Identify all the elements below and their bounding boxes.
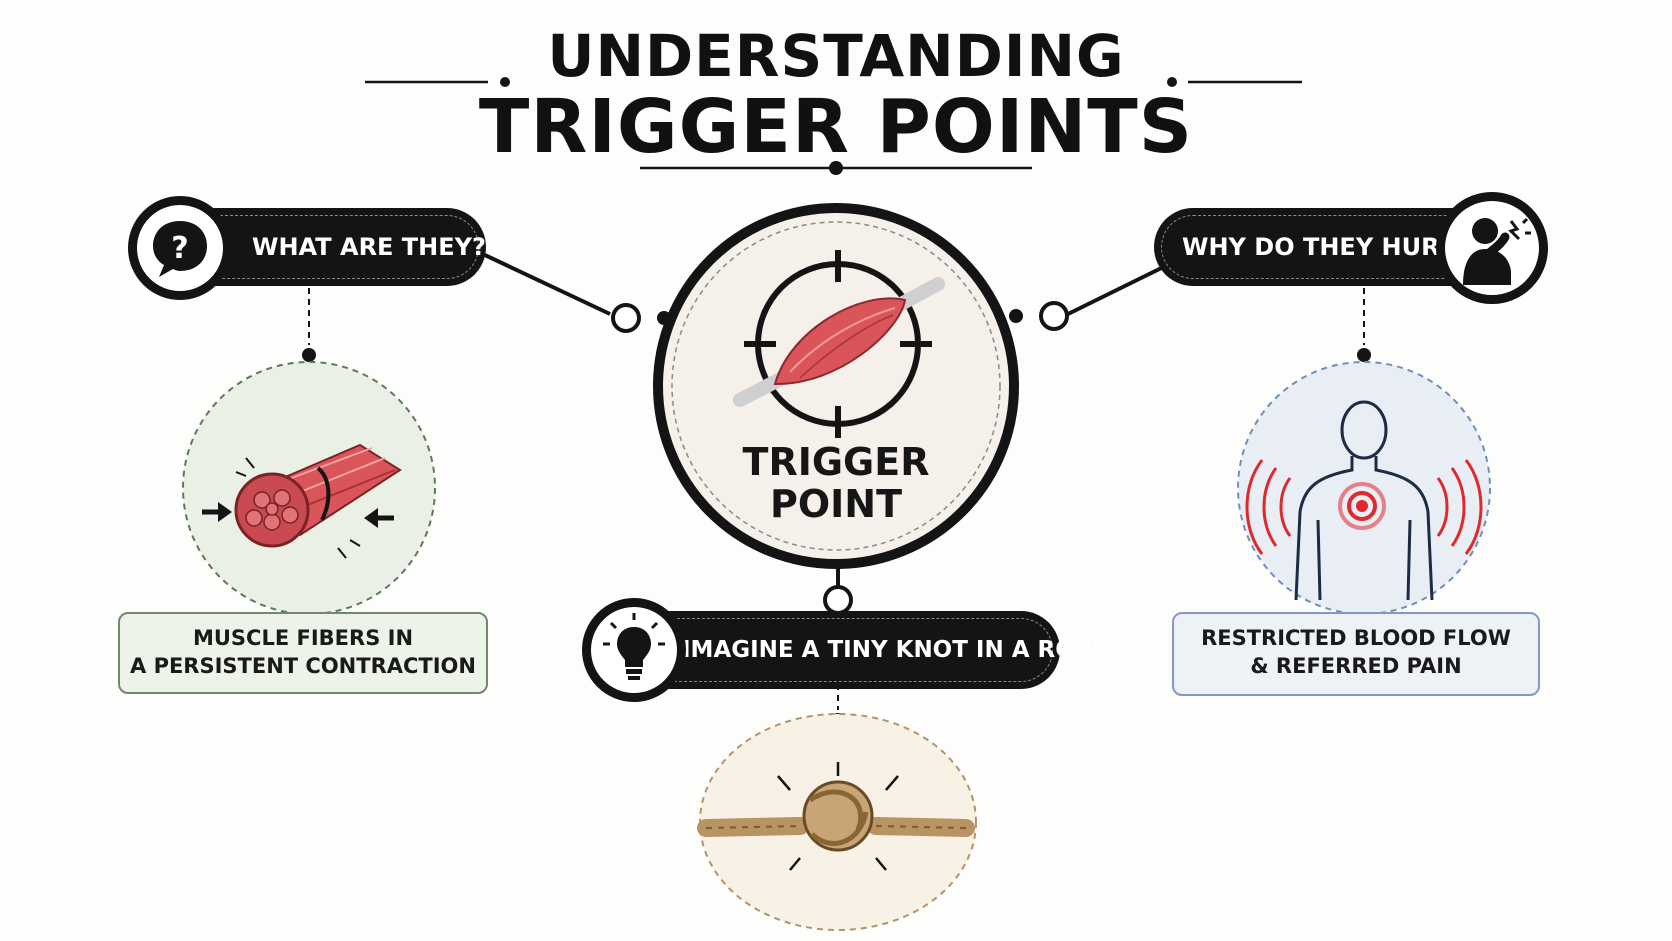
lightbulb-icon [582, 598, 686, 702]
title-line-1: UNDERSTANDING [547, 22, 1125, 90]
imagine-knot-label: IMAGINE A TINY KNOT IN A ROPE [682, 637, 1108, 663]
left-caption-box: MUSCLE FIBERS IN A PERSISTENT CONTRACTIO… [118, 612, 488, 694]
title-ornament-right [1167, 77, 1302, 87]
body-pain-radiating-icon [1245, 400, 1483, 601]
right-illustration-circle [1237, 361, 1491, 615]
drop-connector-right [1357, 288, 1371, 362]
connector-left [469, 246, 671, 333]
muscle-fiber-bundle-icon [202, 443, 402, 559]
svg-text:?: ? [171, 231, 188, 266]
right-caption-line-2: & REFERRED PAIN [1250, 654, 1462, 678]
title-underline [640, 161, 1032, 175]
drop-connector-left [302, 288, 316, 362]
muscle-target-icon [733, 250, 945, 438]
title-line-2: TRIGGER POINTS [478, 84, 1194, 170]
why-do-they-hurt-pill: WHY DO THEY HURT? [1154, 208, 1498, 286]
left-caption-line-1: MUSCLE FIBERS IN [192, 626, 414, 650]
why-do-they-hurt-label: WHY DO THEY HURT? [1182, 233, 1469, 261]
title-ornament-left [365, 77, 510, 87]
right-caption-line-1: RESTRICTED BLOOD FLOW [1201, 626, 1511, 650]
center-label-line-1: TRIGGER [742, 440, 930, 484]
what-are-they-label: WHAT ARE THEY? [252, 233, 486, 261]
rope-knot-icon [697, 762, 975, 871]
shoulder-pain-person-icon [1436, 192, 1548, 304]
question-bubble-icon: ? [128, 196, 232, 300]
center-label-line-2: POINT [769, 482, 903, 526]
imagine-knot-pill: IMAGINE A TINY KNOT IN A ROPE [628, 611, 1107, 689]
right-caption-box: RESTRICTED BLOOD FLOW & REFERRED PAIN [1172, 612, 1540, 696]
left-caption-line-2: A PERSISTENT CONTRACTION [130, 654, 476, 678]
